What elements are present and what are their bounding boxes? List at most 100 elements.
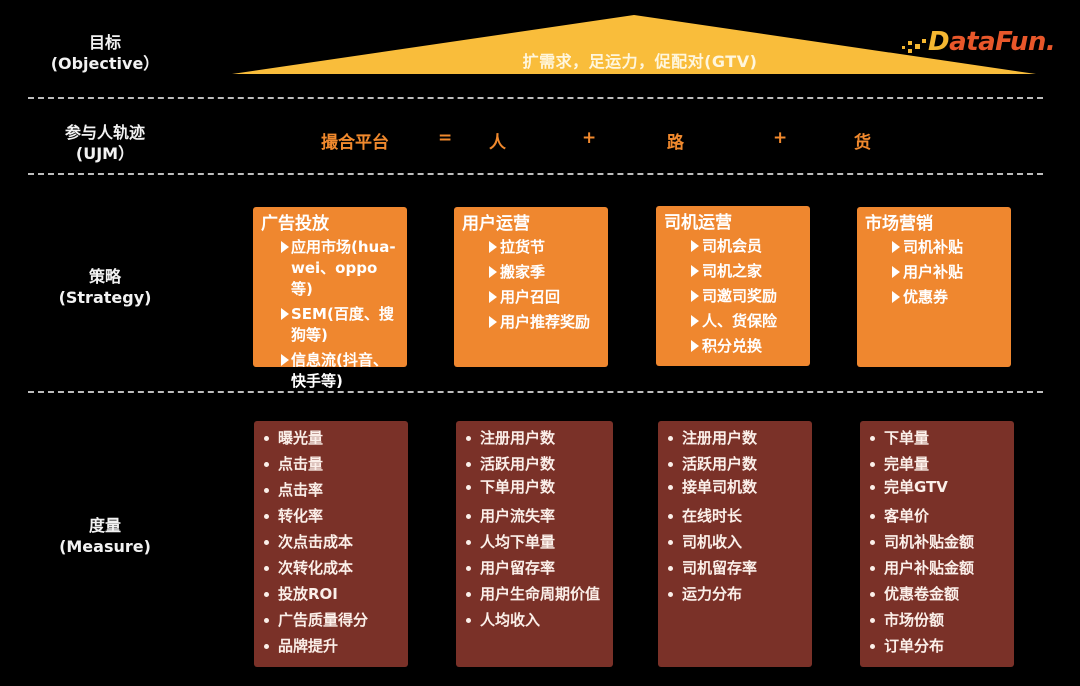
- triangle-bullet-icon: [489, 266, 497, 278]
- triangle-bullet-icon: [691, 340, 699, 352]
- logo-brand-first: D: [928, 27, 950, 57]
- strategy-item: SEM(百度、搜狗等): [261, 304, 399, 346]
- strategy-title: 市场营销: [865, 214, 933, 234]
- bullet-dot-icon: [870, 644, 875, 649]
- ujm-row-label: 参与人轨迹 (UJM）: [0, 122, 210, 164]
- strategy-item: 司机会员: [664, 236, 802, 257]
- bullet-dot-icon: [264, 644, 269, 649]
- measure-item: 在线时长: [658, 503, 812, 529]
- bullet-dot-icon: [870, 436, 875, 441]
- bullet-dot-icon: [466, 592, 471, 597]
- logo-brand-rest: ataFun.: [949, 27, 1056, 57]
- strategy-title: 司机运营: [664, 213, 732, 233]
- objective-triangle: [232, 15, 1036, 74]
- ujm-goods: 货: [854, 133, 871, 153]
- measure-item: 投放ROI: [254, 581, 408, 607]
- strategy-item: 司邀司奖励: [664, 286, 802, 307]
- bullet-dot-icon: [466, 514, 471, 519]
- bullet-dot-icon: [466, 485, 471, 490]
- measure-item: 完单GTV: [860, 474, 1014, 500]
- logo-dots-icon: [902, 39, 926, 53]
- strategy-item: 司机补贴: [865, 237, 1003, 258]
- measure-item: 用户补贴金额: [860, 555, 1014, 581]
- ujm-matching-platform: 撮合平台: [321, 133, 389, 153]
- bullet-dot-icon: [264, 618, 269, 623]
- measure-item: 活跃用户数: [456, 451, 613, 477]
- measure-item: 司机补贴金额: [860, 529, 1014, 555]
- bullet-dot-icon: [668, 540, 673, 545]
- measure-box-advertising: 曝光量 点击量 点击率 转化率 次点击成本 次转化成本 投放ROI 广告质量得分…: [254, 421, 408, 667]
- measure-item: 注册用户数: [658, 425, 812, 451]
- measure-label-cn: 度量: [88, 516, 121, 535]
- measure-item: 次点击成本: [254, 529, 408, 555]
- triangle-bullet-icon: [489, 291, 497, 303]
- objective-row-label: 目标 (Objective）: [0, 32, 210, 74]
- bullet-dot-icon: [466, 618, 471, 623]
- strategy-item: 搬家季: [462, 262, 600, 283]
- divider-1: [28, 97, 1043, 99]
- bullet-dot-icon: [264, 566, 269, 571]
- measure-item: 活跃用户数: [658, 451, 812, 477]
- strategy-item: 用户补贴: [865, 262, 1003, 283]
- bullet-dot-icon: [870, 540, 875, 545]
- measure-item: 运力分布: [658, 581, 812, 607]
- measure-item: 客单价: [860, 503, 1014, 529]
- bullet-dot-icon: [870, 566, 875, 571]
- triangle-bullet-icon: [892, 241, 900, 253]
- triangle-bullet-icon: [281, 308, 289, 320]
- strategy-box-advertising: 广告投放 应用市场(hua-wei、oppo等) SEM(百度、搜狗等) 信息流…: [253, 207, 407, 390]
- bullet-dot-icon: [870, 618, 875, 623]
- measure-item: 订单分布: [860, 633, 1014, 659]
- measure-item: 转化率: [254, 503, 408, 529]
- strategy-label-cn: 策略: [88, 267, 121, 286]
- triangle-bullet-icon: [892, 291, 900, 303]
- triangle-bullet-icon: [691, 315, 699, 327]
- ujm-label-cn: 参与人轨迹: [64, 123, 145, 142]
- measure-item: 市场份额: [860, 607, 1014, 633]
- ujm-label-en: (UJM）: [75, 144, 135, 163]
- bullet-dot-icon: [668, 485, 673, 490]
- bullet-dot-icon: [870, 592, 875, 597]
- bullet-dot-icon: [668, 592, 673, 597]
- measure-label-en: (Measure): [59, 537, 151, 556]
- ujm-road: 路: [667, 133, 684, 153]
- triangle-bullet-icon: [281, 241, 289, 253]
- measure-item: 人均收入: [456, 607, 613, 633]
- objective-text: 扩需求，足运力，促配对(GTV): [522, 52, 758, 71]
- strategy-title: 广告投放: [261, 214, 329, 234]
- bullet-dot-icon: [870, 514, 875, 519]
- measure-box-user-ops: 注册用户数 活跃用户数 下单用户数 用户流失率 人均下单量 用户留存率 用户生命…: [456, 421, 613, 667]
- bullet-dot-icon: [264, 540, 269, 545]
- strategy-item: 人、货保险: [664, 311, 802, 332]
- ujm-plus-2: +: [773, 128, 788, 148]
- bullet-dot-icon: [466, 462, 471, 467]
- measure-item: 优惠卷金额: [860, 581, 1014, 607]
- objective-label-en: (Objective）: [50, 54, 160, 73]
- strategy-item: 信息流(抖音、快手等): [261, 350, 399, 392]
- measure-item: 用户生命周期价值: [456, 581, 613, 607]
- measure-item: 点击率: [254, 477, 408, 503]
- strategy-box-user-ops: 用户运营 拉货节 搬家季 用户召回 用户推荐奖励: [454, 207, 608, 367]
- measure-item: 下单量: [860, 425, 1014, 451]
- bullet-dot-icon: [264, 436, 269, 441]
- datafun-logo: DataFun.: [900, 27, 1056, 67]
- measure-item: 注册用户数: [456, 425, 613, 451]
- divider-2: [28, 173, 1043, 175]
- measure-item: 人均下单量: [456, 529, 613, 555]
- divider-3: [28, 391, 1043, 393]
- triangle-bullet-icon: [281, 354, 289, 366]
- measure-item: 次转化成本: [254, 555, 408, 581]
- measure-item: 司机收入: [658, 529, 812, 555]
- bullet-dot-icon: [668, 514, 673, 519]
- measure-item: 点击量: [254, 451, 408, 477]
- ujm-equals: =: [438, 128, 453, 148]
- measure-item: 用户流失率: [456, 503, 613, 529]
- measure-item: 司机留存率: [658, 555, 812, 581]
- bullet-dot-icon: [466, 436, 471, 441]
- measure-item: 曝光量: [254, 425, 408, 451]
- strategy-item: 用户召回: [462, 287, 600, 308]
- strategy-label-en: (Strategy): [58, 288, 152, 307]
- measure-item: 品牌提升: [254, 633, 408, 659]
- strategy-item: 优惠券: [865, 287, 1003, 308]
- bullet-dot-icon: [668, 462, 673, 467]
